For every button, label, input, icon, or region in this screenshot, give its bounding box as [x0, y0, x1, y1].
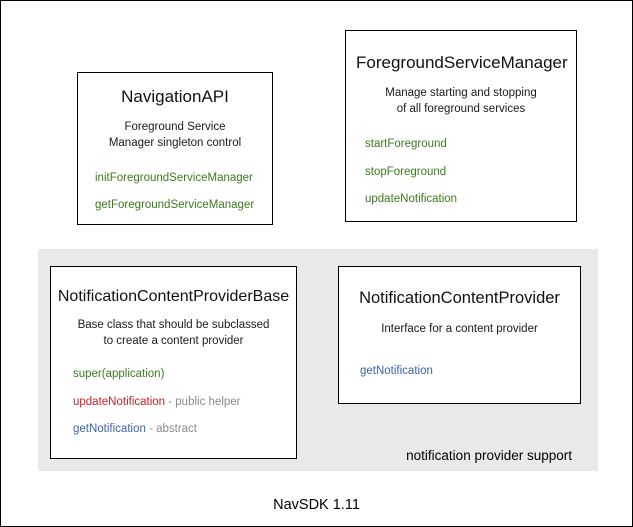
- member-super-application[interactable]: super(application): [73, 367, 290, 381]
- member-list-foreground-service-manager: startForeground stopForeground updateNot…: [356, 137, 566, 206]
- member-note: - public helper: [165, 395, 241, 408]
- class-box-notification-content-provider[interactable]: NotificationContentProvider Interface fo…: [338, 266, 581, 404]
- member-name: getNotification: [360, 365, 433, 378]
- class-title-notification-content-provider-base: NotificationContentProviderBase: [57, 288, 290, 305]
- class-description-notification-content-provider-base: Base class that should be subclassed to …: [77, 319, 270, 347]
- class-title-navigation-api: NavigationAPI: [121, 87, 229, 106]
- member-list-notification-content-provider: getNotification: [347, 364, 572, 378]
- class-box-foreground-service-manager[interactable]: ForegroundServiceManager Manage starting…: [345, 30, 577, 222]
- member-list-notification-content-provider-base: super(application) updateNotification - …: [57, 367, 290, 436]
- member-name: super(application): [73, 368, 165, 381]
- member-list-navigation-api: initForegroundServiceManager getForegrou…: [88, 171, 262, 212]
- class-box-navigation-api[interactable]: NavigationAPI Foreground Service Manager…: [77, 72, 273, 225]
- member-update-notification[interactable]: updateNotification: [365, 192, 566, 206]
- member-name: updateNotification: [365, 193, 458, 206]
- member-name: initForegroundServiceManager: [95, 172, 253, 185]
- member-name: getNotification: [73, 422, 146, 435]
- member-name: getForegroundServiceManager: [95, 198, 255, 211]
- member-update-notification[interactable]: updateNotification - public helper: [73, 395, 290, 409]
- member-get-notification[interactable]: getNotification: [360, 364, 572, 378]
- member-name: startForeground: [365, 138, 447, 151]
- class-title-notification-content-provider: NotificationContentProvider: [359, 289, 560, 307]
- class-box-notification-content-provider-base[interactable]: NotificationContentProviderBase Base cla…: [50, 266, 297, 459]
- diagram-footer-label: NavSDK 1.11: [273, 497, 360, 513]
- class-description-foreground-service-manager: Manage starting and stopping of all fore…: [385, 87, 537, 115]
- member-start-foreground[interactable]: startForeground: [365, 137, 566, 151]
- class-description-notification-content-provider: Interface for a content provider: [381, 322, 538, 335]
- member-get-foreground-service-manager[interactable]: getForegroundServiceManager: [95, 198, 262, 212]
- notification-provider-support-label: notification provider support: [406, 448, 572, 463]
- member-get-notification[interactable]: getNotification - abstract: [73, 422, 290, 436]
- class-description-navigation-api: Foreground Service Manager singleton con…: [108, 121, 242, 149]
- member-name: stopForeground: [365, 165, 447, 178]
- member-init-foreground-service-manager[interactable]: initForegroundServiceManager: [95, 171, 262, 185]
- member-name: updateNotification: [73, 395, 166, 408]
- member-note: - abstract: [145, 422, 198, 435]
- member-stop-foreground[interactable]: stopForeground: [365, 165, 566, 179]
- class-title-foreground-service-manager: ForegroundServiceManager: [356, 53, 568, 72]
